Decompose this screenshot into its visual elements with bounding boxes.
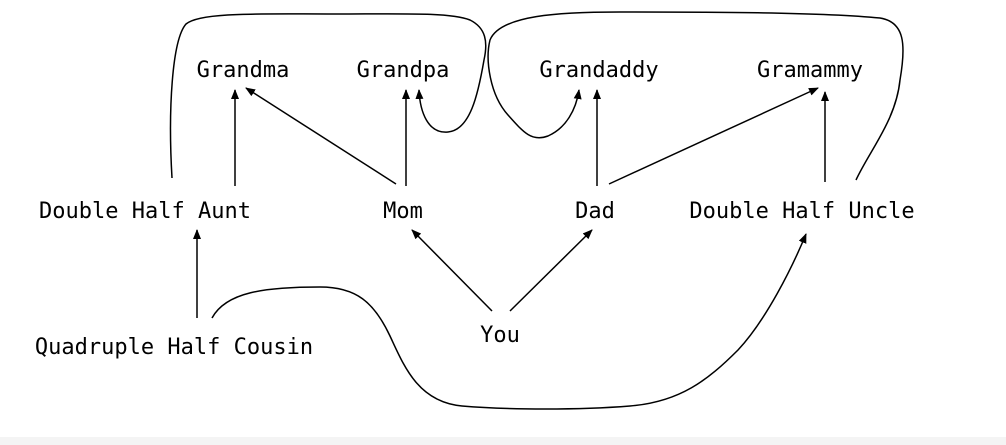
node-grandpa: Grandpa [357, 58, 450, 83]
edge-uncle-to-grandaddy [487, 11, 904, 181]
node-quadruple-half-cousin: Quadruple Half Cousin [35, 335, 313, 360]
node-double-half-uncle: Double Half Uncle [689, 199, 914, 224]
edge-dad-to-gramammy [608, 87, 819, 185]
edge-aunt-to-grandpa [169, 13, 487, 179]
edge-you-to-mom [411, 229, 493, 312]
node-grandaddy: Grandaddy [539, 58, 658, 83]
edge-you-to-dad [509, 229, 593, 312]
node-grandma: Grandma [197, 58, 290, 83]
edge-mom-to-grandma [245, 87, 397, 185]
node-gramammy: Gramammy [757, 58, 863, 83]
bottom-strip [0, 437, 1006, 445]
nodes: Grandma Grandpa Grandaddy Gramammy Doubl… [35, 58, 915, 360]
node-you: You [480, 323, 520, 348]
edge-cousin-to-uncle [211, 233, 807, 410]
node-double-half-aunt: Double Half Aunt [39, 199, 251, 224]
edges [169, 11, 904, 410]
node-mom: Mom [383, 199, 423, 224]
node-dad: Dad [575, 199, 615, 224]
